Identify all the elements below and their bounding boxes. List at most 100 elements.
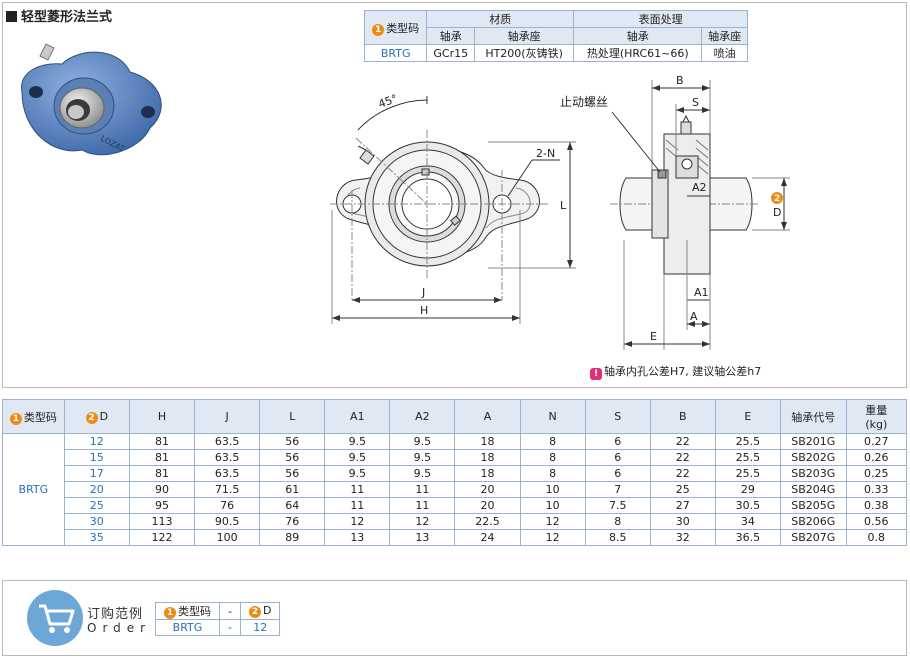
spec-cell-n: 8 — [519, 449, 586, 466]
spec-cell-s: 8.5 — [584, 529, 651, 546]
spec-cell-e: 36.5 — [714, 529, 781, 546]
product-panel — [2, 2, 907, 388]
spec-cell-d: 35 — [63, 529, 130, 546]
spec-header-a1: A1 — [324, 399, 391, 434]
mat-code: BRTG — [363, 44, 428, 62]
spec-header-weight: 重量(kg) — [845, 399, 908, 434]
spec-cell-l: 64 — [259, 497, 326, 514]
spec-cell-bearing: SB205G — [779, 497, 847, 514]
order-subtitle: Order — [87, 621, 152, 635]
spec-cell-b: 32 — [649, 529, 716, 546]
spec-cell-h: 90 — [128, 481, 196, 498]
spec-cell-e: 34 — [714, 513, 781, 530]
spec-cell-e: 25.5 — [714, 465, 781, 482]
spec-header-b: B — [649, 399, 716, 434]
order-dash-value: - — [219, 619, 241, 636]
spec-cell-n: 12 — [519, 529, 586, 546]
spec-cell-s: 6 — [584, 465, 651, 482]
table-row: BRTG - 12 — [155, 619, 281, 636]
spec-cell-b: 30 — [649, 513, 716, 530]
spec-header-bearing: 轴承代号 — [779, 399, 847, 434]
spec-cell-s: 7.5 — [584, 497, 651, 514]
spec-cell-a: 20 — [454, 481, 521, 498]
spec-cell-weight: 0.8 — [845, 529, 908, 546]
spec-cell-bearing: SB207G — [779, 529, 847, 546]
spec-cell-l: 89 — [259, 529, 326, 546]
spec-cell-l: 56 — [259, 449, 326, 466]
spec-cell-h: 81 — [128, 433, 196, 450]
spec-cell-weight: 0.26 — [845, 449, 908, 466]
spec-cell-b: 22 — [649, 433, 716, 450]
spec-header-h: H — [128, 399, 196, 434]
order-code-value: BRTG — [155, 619, 220, 636]
mat-bearing: GCr15 — [426, 44, 476, 62]
spec-cell-weight: 0.56 — [845, 513, 908, 530]
spec-cell-a1: 9.5 — [324, 449, 391, 466]
order-title: 订购范例 — [87, 607, 144, 622]
spec-cell-j: 63.5 — [194, 465, 261, 482]
spec-cell-b: 25 — [649, 481, 716, 498]
spec-cell-l: 61 — [259, 481, 326, 498]
mat-sub-seat: 轴承座 — [474, 27, 575, 45]
spec-cell-a2: 9.5 — [389, 449, 456, 466]
mat-bearing-surface: 热处理(HRC61~66) — [573, 44, 703, 62]
spec-cell-a: 18 — [454, 433, 521, 450]
mat-seat: HT200(灰铸铁) — [474, 44, 575, 62]
spec-cell-a2: 9.5 — [389, 465, 456, 482]
spec-header-e: E — [714, 399, 781, 434]
spec-cell-weight: 0.25 — [845, 465, 908, 482]
table-row: BRTG GCr15 HT200(灰铸铁) 热处理(HRC61~66) 喷油 — [363, 44, 748, 62]
spec-cell-b: 22 — [649, 465, 716, 482]
cart-icon — [27, 590, 83, 646]
order-d-value: 12 — [239, 619, 281, 636]
spec-cell-l: 56 — [259, 465, 326, 482]
spec-cell-a1: 9.5 — [324, 433, 391, 450]
tolerance-note: !轴承内孔公差H7, 建议轴公差h7 — [590, 363, 761, 380]
spec-cell-a: 20 — [454, 497, 521, 514]
spec-cell-a: 24 — [454, 529, 521, 546]
spec-cell-a1: 11 — [324, 481, 391, 498]
title-square-icon — [6, 11, 17, 22]
spec-cell-h: 95 — [128, 497, 196, 514]
spec-cell-d: 12 — [63, 433, 130, 450]
spec-cell-b: 22 — [649, 449, 716, 466]
spec-cell-a: 18 — [454, 449, 521, 466]
spec-cell-a: 18 — [454, 465, 521, 482]
spec-cell-h: 81 — [128, 449, 196, 466]
warning-icon: ! — [590, 368, 602, 380]
spec-cell-a2: 11 — [389, 497, 456, 514]
spec-cell-bearing: SB206G — [779, 513, 847, 530]
spec-cell-j: 63.5 — [194, 433, 261, 450]
spec-cell-d: 25 — [63, 497, 130, 514]
spec-cell-l: 56 — [259, 433, 326, 450]
spec-header-j: J — [194, 399, 261, 434]
spec-header-l: L — [259, 399, 326, 434]
spec-cell-a2: 12 — [389, 513, 456, 530]
spec-cell-d: 15 — [63, 449, 130, 466]
spec-cell-n: 10 — [519, 497, 586, 514]
mat-header-surface: 表面处理 — [573, 10, 748, 28]
spec-cell-j: 100 — [194, 529, 261, 546]
spec-cell-n: 10 — [519, 481, 586, 498]
spec-cell-a1: 13 — [324, 529, 391, 546]
spec-cell-a1: 12 — [324, 513, 391, 530]
spec-code-cell: BRTG — [2, 433, 65, 546]
spec-cell-weight: 0.33 — [845, 481, 908, 498]
spec-header-n: N — [519, 399, 586, 434]
spec-cell-a: 22.5 — [454, 513, 521, 530]
mat-sub-seat2: 轴承座 — [701, 27, 748, 45]
spec-cell-j: 71.5 — [194, 481, 261, 498]
spec-cell-n: 12 — [519, 513, 586, 530]
spec-cell-e: 25.5 — [714, 433, 781, 450]
